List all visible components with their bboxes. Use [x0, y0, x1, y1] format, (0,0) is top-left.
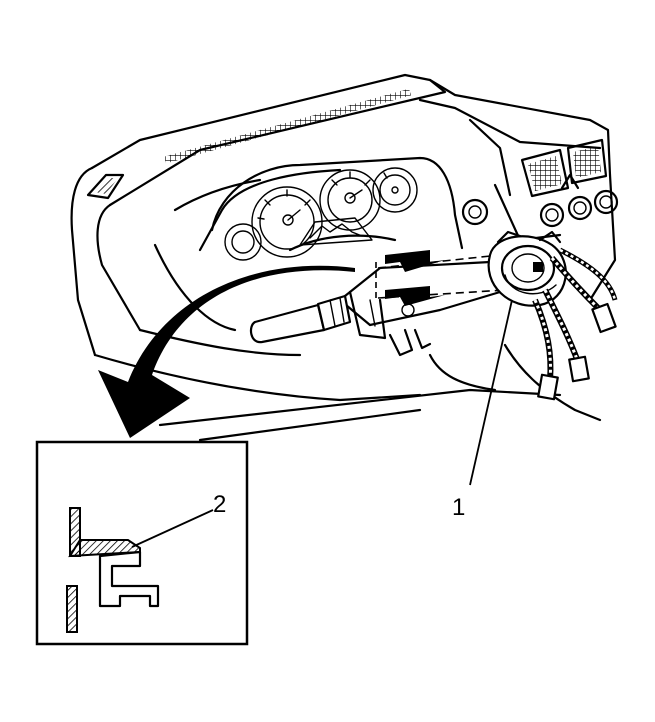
callout-1-leader: [469, 299, 513, 486]
callout-label-2: 2: [213, 491, 226, 518]
callout-2-leader: [131, 509, 214, 548]
steering-column: [338, 254, 506, 357]
removal-direction-arrows: [98, 250, 445, 438]
clock-spring: [487, 230, 567, 307]
wiring-harness: [532, 247, 618, 401]
multifunction-lever: [249, 294, 352, 344]
callout-label-1: 1: [452, 494, 465, 521]
detail-inset: [35, 440, 249, 646]
